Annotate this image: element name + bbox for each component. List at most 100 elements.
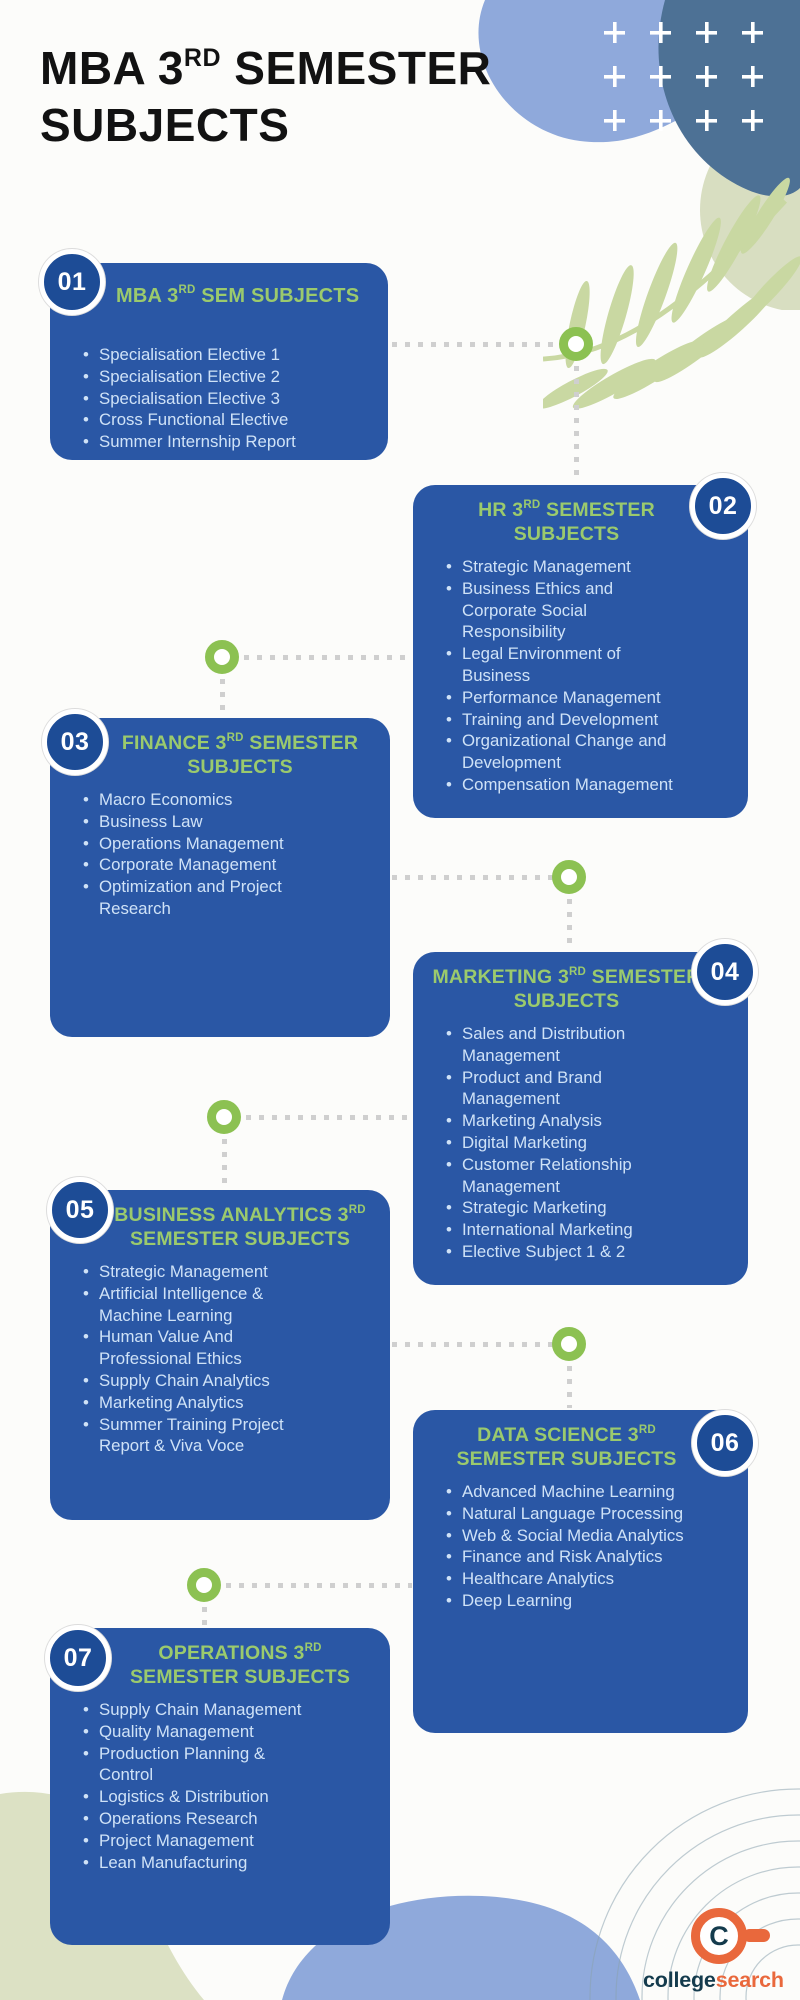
subject-item: Finance and Risk Analytics — [444, 1546, 684, 1568]
connector-dotted-line — [226, 1583, 412, 1588]
plus-icon — [696, 66, 717, 87]
subject-list: Strategic ManagementArtificial Intellige… — [50, 1261, 390, 1457]
card-number-badge: 03 — [42, 709, 108, 775]
card-title-pre: OPERATIONS 3 — [158, 1642, 305, 1664]
connector-ring — [552, 860, 586, 894]
card-mba-subjects: MBA 3RD SEM SUBJECTS Specialisation Elec… — [50, 263, 388, 460]
subject-item: Training and Development — [444, 709, 684, 731]
subject-item: International Marketing — [444, 1219, 684, 1241]
subject-item: Web & Social Media Analytics — [444, 1525, 684, 1547]
collegesearch-logo-icon: C — [691, 1908, 747, 1964]
card-title-superscript: RD — [304, 1641, 322, 1654]
card-number-badge: 06 — [692, 1410, 758, 1476]
plus-icon — [604, 22, 625, 43]
card-operations-subjects: OPERATIONS 3RD SEMESTER SUBJECTS Supply … — [50, 1628, 390, 1945]
subject-item: Compensation Management — [444, 774, 684, 796]
plus-icon-grid — [604, 22, 788, 154]
card-title-post: SEMESTER SUBJECTS — [187, 732, 359, 778]
subject-item: Logistics & Distribution — [81, 1786, 321, 1808]
subject-item: Summer Internship Report — [81, 431, 321, 453]
card-data-science-subjects: DATA SCIENCE 3RD SEMESTER SUBJECTS Advan… — [413, 1410, 748, 1733]
subject-item: Lean Manufacturing — [81, 1852, 321, 1874]
page-title-post: SEMESTER SUBJECTS — [40, 42, 492, 151]
subject-item: Human Value And Professional Ethics — [81, 1326, 321, 1370]
card-title-pre: MARKETING 3 — [432, 966, 570, 988]
card-number-badge: 02 — [690, 473, 756, 539]
subject-item: Corporate Management — [81, 854, 321, 876]
connector-dotted-line — [574, 366, 579, 480]
subject-item: Production Planning & Control — [81, 1743, 321, 1787]
card-title: OPERATIONS 3RD SEMESTER SUBJECTS — [50, 1628, 390, 1689]
card-business-analytics-subjects: BUSINESS ANALYTICS 3RD SEMESTER SUBJECTS… — [50, 1190, 390, 1520]
plus-icon — [696, 22, 717, 43]
subject-item: Supply Chain Analytics — [81, 1370, 321, 1392]
connector-dotted-line — [220, 679, 225, 717]
card-title: BUSINESS ANALYTICS 3RD SEMESTER SUBJECTS — [50, 1190, 390, 1251]
magnifier-handle-icon — [743, 1929, 770, 1942]
subject-item: Specialisation Elective 2 — [81, 366, 321, 388]
plus-icon — [650, 66, 671, 87]
subject-item: Project Management — [81, 1830, 321, 1852]
card-marketing-subjects: MARKETING 3RD SEMESTER SUBJECTS Sales an… — [413, 952, 748, 1285]
plus-icon — [696, 110, 717, 131]
plus-icon — [604, 110, 625, 131]
connector-ring — [205, 640, 239, 674]
subject-item: Digital Marketing — [444, 1132, 684, 1154]
card-number-badge: 07 — [45, 1625, 111, 1691]
connector-dotted-line — [392, 875, 554, 880]
card-title-post: SEMESTER SUBJECTS — [456, 1448, 677, 1470]
card-title-superscript: RD — [348, 1203, 366, 1216]
subject-item: Artificial Intelligence & Machine Learni… — [81, 1283, 321, 1327]
subject-item: Deep Learning — [444, 1590, 684, 1612]
card-title-post: SEMESTER SUBJECTS — [513, 966, 701, 1012]
connector-dotted-line — [202, 1607, 207, 1627]
plus-icon — [742, 66, 763, 87]
subject-item: Supply Chain Management — [81, 1699, 321, 1721]
card-title: DATA SCIENCE 3RD SEMESTER SUBJECTS — [413, 1410, 748, 1471]
subject-list: Sales and Distribution ManagementProduct… — [413, 1023, 748, 1263]
subject-item: Operations Research — [81, 1808, 321, 1830]
subject-item: Strategic Management — [81, 1261, 321, 1283]
page-title: MBA 3RD SEMESTER SUBJECTS — [40, 40, 620, 154]
connector-dotted-line — [567, 899, 572, 951]
subject-item: Healthcare Analytics — [444, 1568, 684, 1590]
wordmark-search: search — [715, 1968, 784, 1992]
subject-list: Advanced Machine LearningNatural Languag… — [413, 1481, 748, 1612]
subject-list: Specialisation Elective 1Specialisation … — [50, 344, 388, 453]
card-title-post: SEMESTER SUBJECTS — [513, 499, 655, 545]
subject-list: Strategic ManagementBusiness Ethics and … — [413, 556, 748, 796]
page-title-pre: MBA 3 — [40, 42, 184, 94]
connector-dotted-line — [222, 1139, 227, 1189]
subject-item: Strategic Management — [444, 556, 684, 578]
subject-item: Operations Management — [81, 833, 321, 855]
card-title-superscript: RD — [226, 731, 244, 744]
connector-dotted-line — [567, 1366, 572, 1408]
fern-leaf-decoration — [543, 177, 800, 409]
subject-item: Customer Relationship Management — [444, 1154, 684, 1198]
subject-item: Marketing Analytics — [81, 1392, 321, 1414]
card-title-pre: MBA 3 — [116, 285, 179, 307]
subject-item: Performance Management — [444, 687, 684, 709]
card-title: HR 3RD SEMESTER SUBJECTS — [413, 485, 748, 546]
subject-item: Optimization and Project Research — [81, 876, 321, 920]
subject-list: Macro EconomicsBusiness LawOperations Ma… — [50, 789, 390, 920]
subject-item: Specialisation Elective 3 — [81, 388, 321, 410]
connector-ring — [187, 1568, 221, 1602]
subject-item: Quality Management — [81, 1721, 321, 1743]
card-title-superscript: RD — [523, 498, 541, 511]
card-hr-subjects: HR 3RD SEMESTER SUBJECTS Strategic Manag… — [413, 485, 748, 818]
card-title-post: SEMESTER SUBJECTS — [129, 1228, 351, 1250]
subject-item: Sales and Distribution Management — [444, 1023, 684, 1067]
subject-item: Summer Training Project Report & Viva Vo… — [81, 1414, 321, 1458]
plus-icon — [742, 22, 763, 43]
subject-list: Supply Chain ManagementQuality Managemen… — [50, 1699, 390, 1873]
card-title-superscript: RD — [638, 1423, 656, 1436]
plus-icon — [742, 110, 763, 131]
card-finance-subjects: FINANCE 3RD SEMESTER SUBJECTS Macro Econ… — [50, 718, 390, 1037]
connector-ring — [559, 327, 593, 361]
subject-item: Natural Language Processing — [444, 1503, 684, 1525]
collegesearch-wordmark: collegesearch — [643, 1968, 784, 1993]
card-title-pre: HR 3 — [478, 499, 524, 521]
connector-ring — [552, 1327, 586, 1361]
